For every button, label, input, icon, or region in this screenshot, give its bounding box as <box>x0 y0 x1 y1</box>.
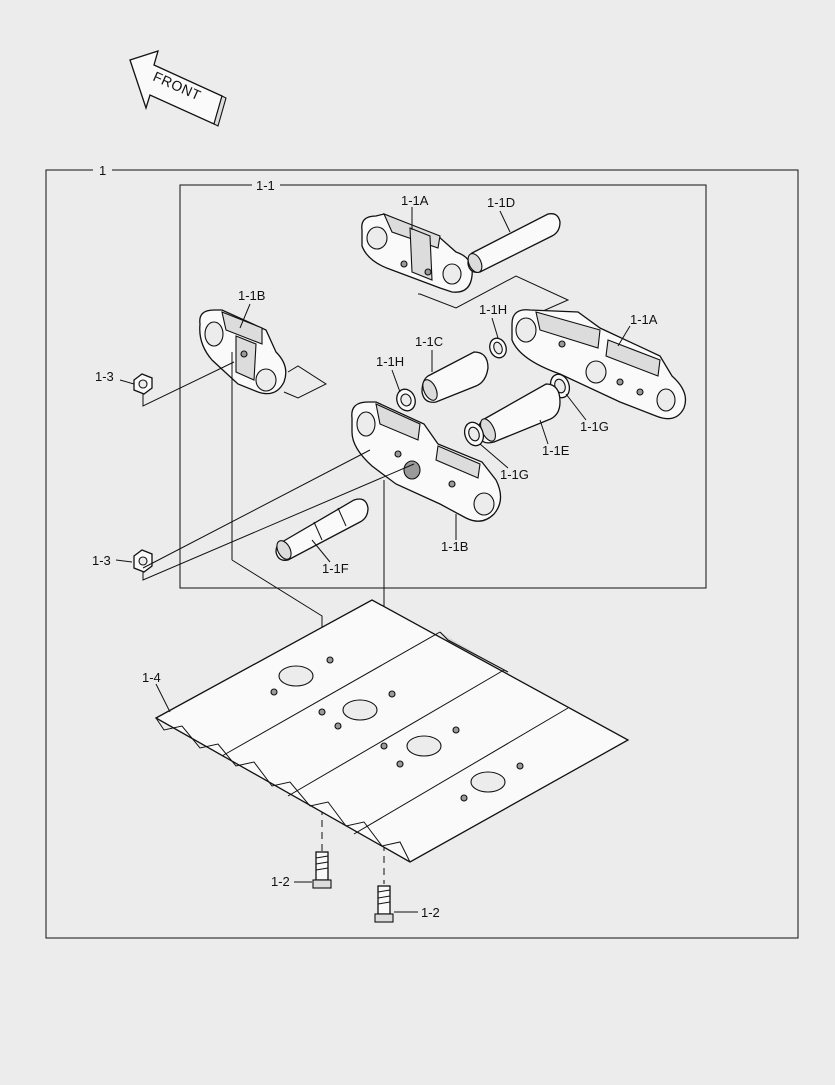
bushing-e <box>477 383 561 444</box>
label-nut-upper: 1-3 <box>95 369 114 384</box>
assembly-label: 1 <box>99 163 106 178</box>
pin-f <box>275 498 369 561</box>
bushing-c <box>421 351 489 403</box>
assembly-frame: 1 <box>45 163 799 939</box>
label-seal-h-right: 1-1H <box>479 302 507 317</box>
subassembly-label: 1-1 <box>256 178 275 193</box>
label-spacer-g-left: 1-1G <box>500 467 529 482</box>
link-b-bottom <box>351 401 502 522</box>
label-link-b-bottom: 1-1B <box>441 539 468 554</box>
front-arrow-icon: FRONT <box>129 50 227 127</box>
leader-link-b-left <box>283 365 328 399</box>
nut-upper <box>133 373 153 395</box>
label-shoe: 1-4 <box>142 670 161 685</box>
callout-leaders <box>115 207 631 913</box>
label-link-a-top: 1-1A <box>401 193 429 208</box>
label-nut-lower: 1-3 <box>92 553 111 568</box>
bolt-left <box>312 851 332 889</box>
label-link-b-left: 1-1B <box>238 288 265 303</box>
link-b-left <box>199 309 287 395</box>
label-bushing-c: 1-1C <box>415 334 443 349</box>
link-a-top <box>361 212 473 293</box>
leader-link-a-top <box>418 275 570 323</box>
label-seal-h-left: 1-1H <box>376 354 404 369</box>
label-bolt-right: 1-2 <box>421 905 440 920</box>
label-bolt-left: 1-2 <box>271 874 290 889</box>
seal-h-left <box>396 388 416 412</box>
bolt-right <box>374 885 394 923</box>
label-link-a-right: 1-1A <box>630 312 658 327</box>
link-a-right <box>511 309 687 420</box>
seal-h-right <box>489 337 507 359</box>
nut-lower <box>133 549 153 573</box>
subassembly-frame: 1-1 <box>179 178 707 589</box>
label-spacer-g-right: 1-1G <box>580 419 609 434</box>
track-shoe <box>154 599 630 863</box>
pin-d <box>467 213 561 273</box>
label-pin-d: 1-1D <box>487 195 515 210</box>
label-pin-f: 1-1F <box>322 561 349 576</box>
label-bushing-e: 1-1E <box>542 443 570 458</box>
spacer-g-left <box>463 421 485 447</box>
